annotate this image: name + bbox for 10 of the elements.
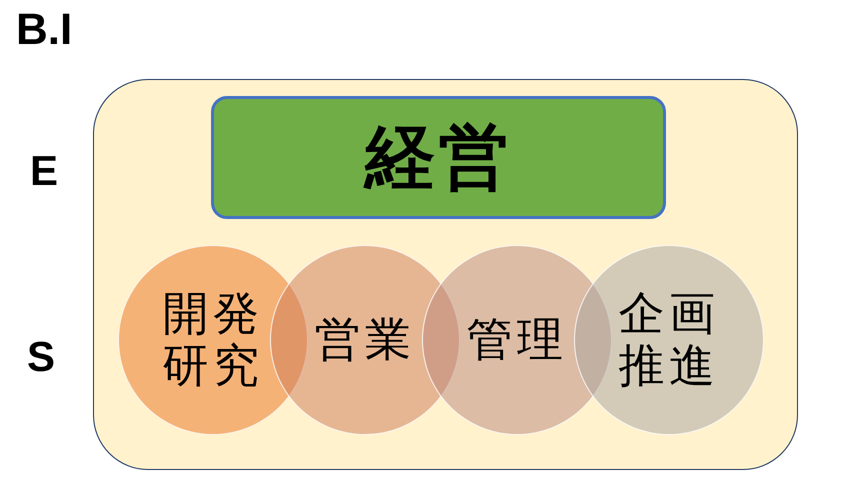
- rounded-panel: [93, 79, 798, 470]
- node-label: 開発研究: [161, 288, 265, 392]
- node-label: 企画推進: [617, 288, 721, 392]
- diagram-title: B.I: [16, 8, 72, 52]
- side-label: S: [27, 336, 56, 378]
- node-label: 管理: [466, 314, 568, 366]
- node-label: 経営: [365, 119, 512, 196]
- heading-box: [211, 96, 666, 219]
- node-label: 営業: [314, 314, 416, 366]
- side-label: E: [30, 150, 58, 192]
